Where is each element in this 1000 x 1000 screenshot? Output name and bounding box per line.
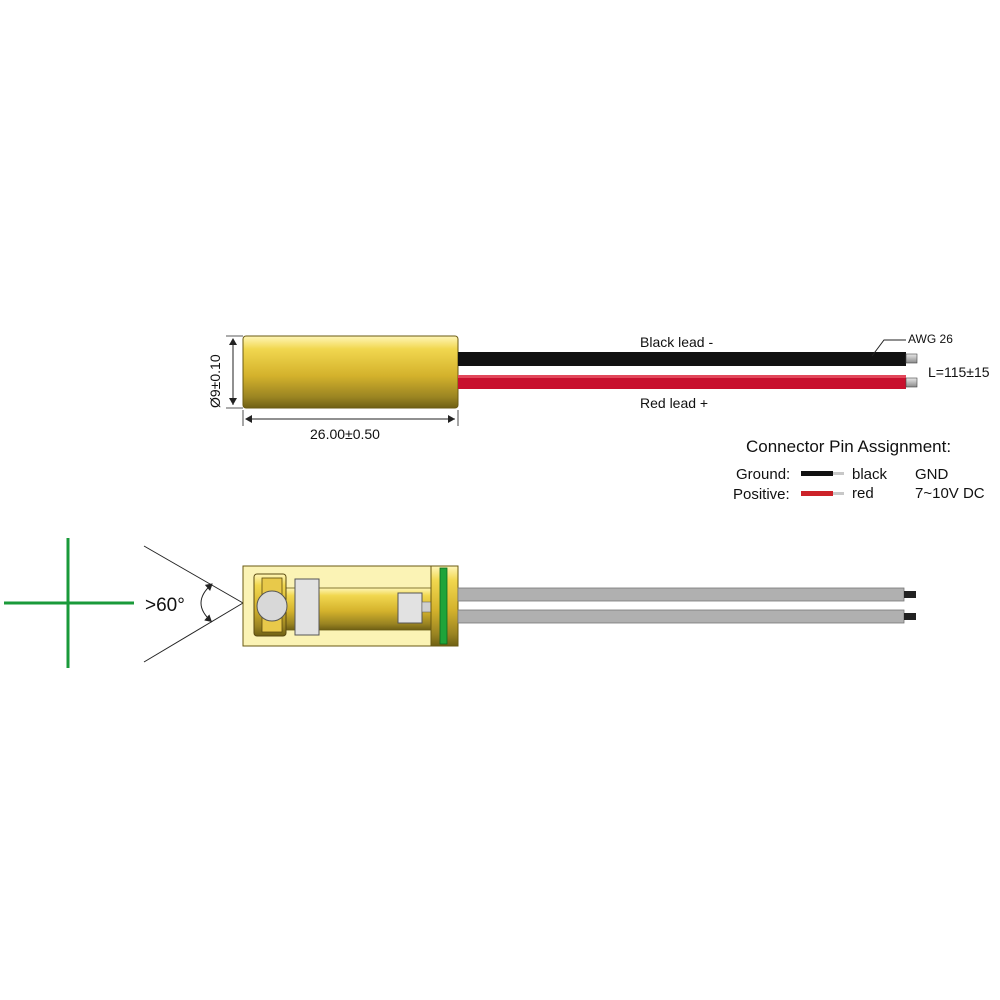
laser-cross-pattern — [4, 538, 134, 668]
black-lead-label: Black lead - — [640, 334, 713, 350]
swatch-pin — [833, 472, 844, 475]
beam-fan — [143, 545, 244, 663]
top-view: Black lead - Red lead + AWG 26 L=115±15 … — [207, 332, 990, 442]
laser-diode — [397, 592, 423, 624]
awg-leader-line — [871, 339, 906, 357]
body-length-dimension: 26.00±0.50 — [242, 410, 459, 442]
black-wire — [458, 352, 918, 366]
connector-title: Connector Pin Assignment: — [746, 437, 951, 456]
connector-row-color: black — [852, 466, 888, 483]
connector-row-label: Ground: — [736, 466, 790, 483]
section-wire-bottom — [457, 609, 916, 624]
connector-row-label: Positive: — [733, 486, 790, 503]
length-label: L=115±15 — [928, 364, 990, 380]
angle-arc — [200, 583, 213, 623]
section-view: >60° — [4, 538, 916, 668]
diameter-dimension: Ø9±0.10 — [207, 335, 243, 409]
diameter-label: Ø9±0.10 — [207, 354, 223, 408]
pcb-board — [439, 567, 448, 645]
connector-row-signal: GND — [915, 466, 949, 483]
connector-row-color: red — [852, 485, 874, 502]
red-swatch — [801, 491, 833, 496]
body-length-label: 26.00±0.50 — [310, 426, 380, 442]
swatch-pin — [833, 492, 844, 495]
connector-row-positive: Positive: red 7~10V DC — [733, 485, 985, 503]
black-swatch — [801, 471, 833, 476]
lens-icon — [256, 590, 288, 622]
collimator-element — [294, 578, 320, 636]
awg-label: AWG 26 — [908, 332, 953, 346]
red-lead-label: Red lead + — [640, 395, 708, 411]
connector-row-signal: 7~10V DC — [915, 485, 985, 502]
module-body — [242, 335, 459, 409]
beam-angle-label: >60° — [145, 595, 185, 616]
red-wire — [458, 375, 918, 389]
section-wire-top — [457, 587, 916, 602]
connector-pin-assignment: Connector Pin Assignment: Ground: black … — [733, 437, 985, 503]
connector-row-ground: Ground: black GND — [736, 466, 949, 483]
